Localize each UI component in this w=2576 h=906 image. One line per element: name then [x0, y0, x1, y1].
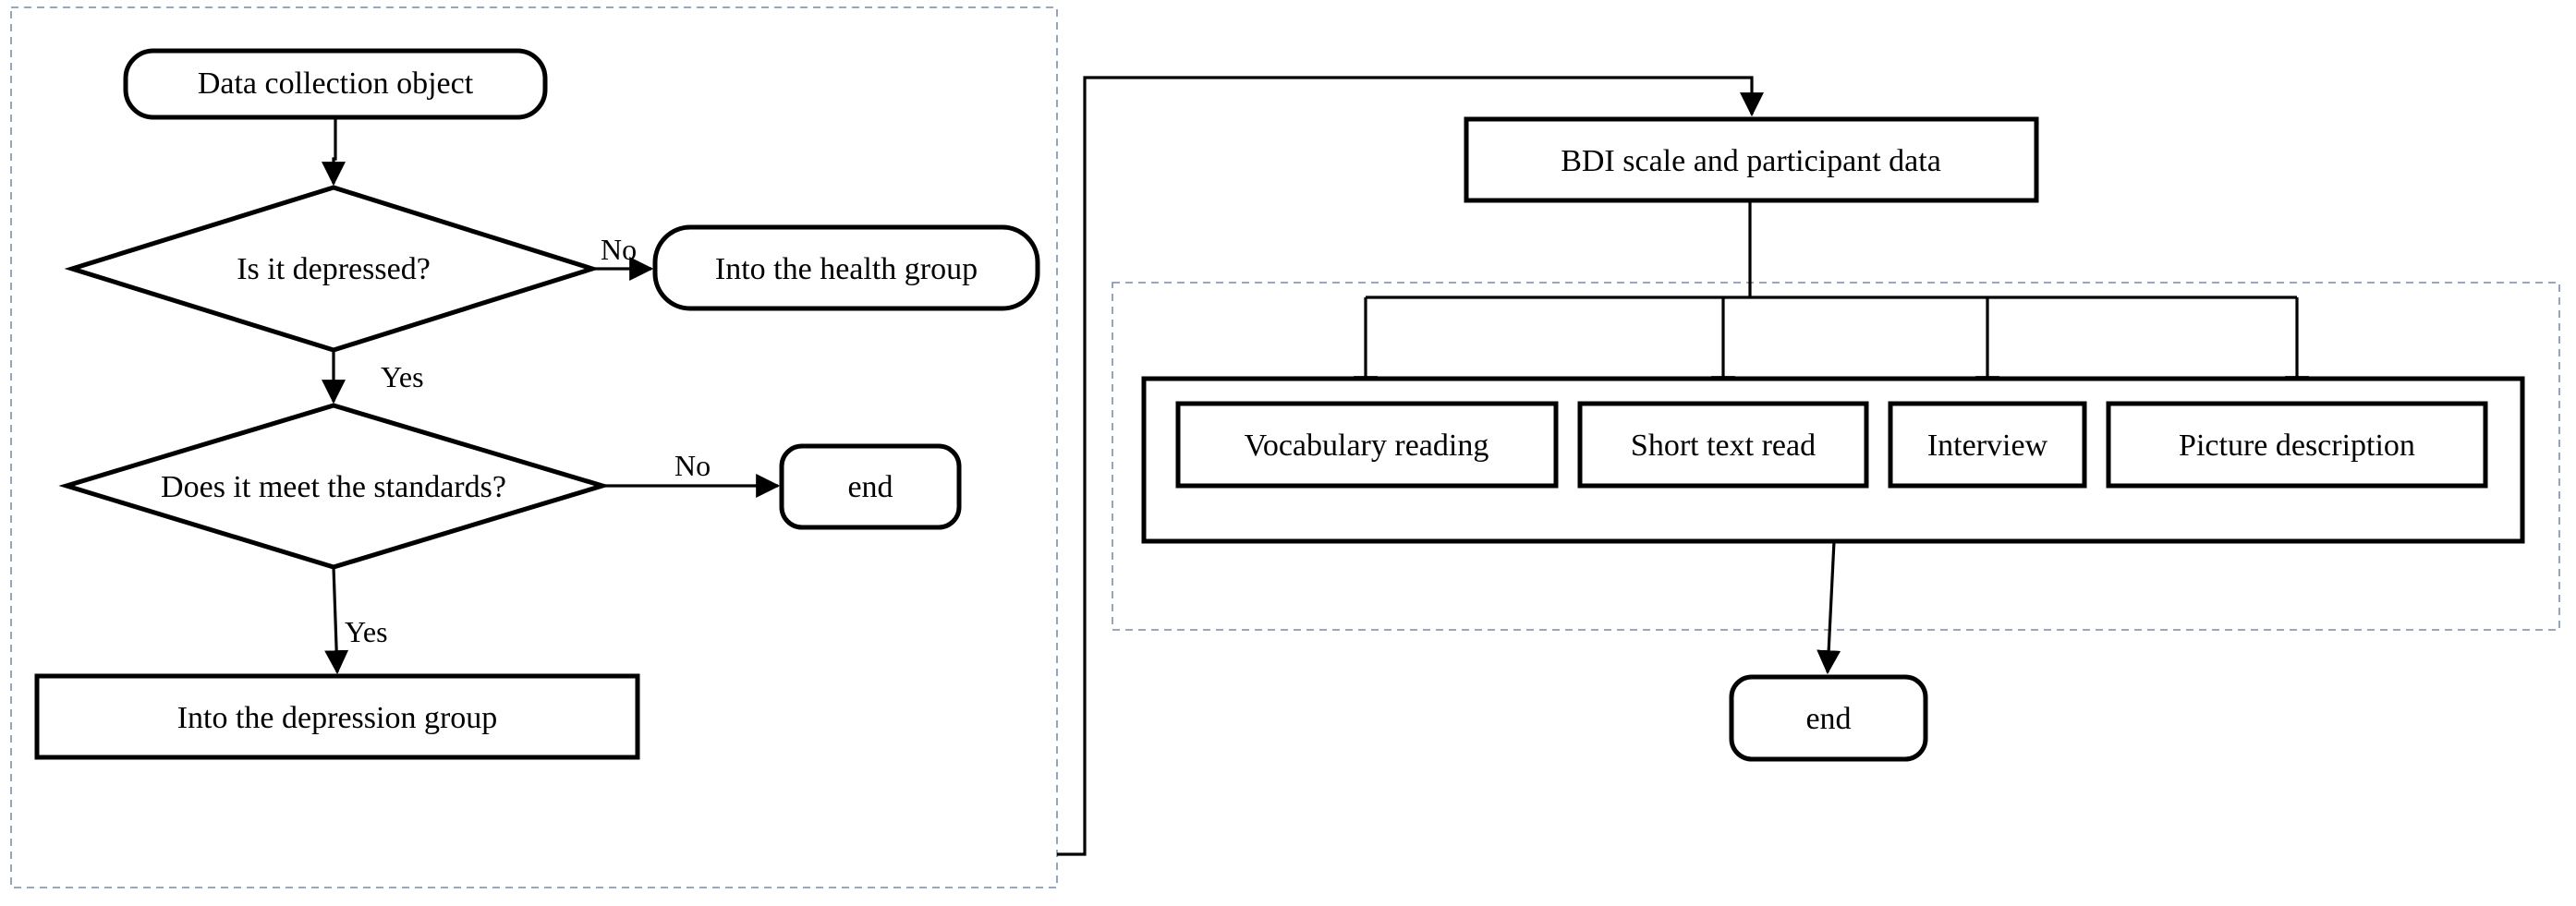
meets-standards-decision: Does it meet the standards? [58, 403, 611, 570]
task-group-frame [1112, 282, 2560, 631]
depression-group-label: Into the depression group [177, 701, 498, 735]
edge-label-no-2: No [674, 449, 711, 482]
end-left-label: end [847, 470, 893, 504]
end-left-node: end [779, 443, 962, 530]
screening-group-frame [10, 6, 1058, 888]
meets-standards-label: Does it meet the standards? [161, 470, 506, 504]
data-collection-node: Data collection object [123, 48, 548, 120]
vocabulary-reading-node: Vocabulary reading [1175, 401, 1559, 489]
short-text-read-label: Short text read [1631, 429, 1816, 463]
is-depressed-label: Is it depressed? [237, 252, 431, 286]
edge-label-yes-2: Yes [345, 615, 388, 648]
health-group-node: Into the health group [652, 224, 1040, 311]
end-right-label: end [1805, 702, 1851, 736]
bdi-scale-node: BDI scale and participant data [1464, 116, 2039, 203]
depression-group-node: Into the depression group [34, 673, 640, 760]
picture-description-label: Picture description [2179, 429, 2415, 463]
end-right-node: end [1729, 674, 1928, 762]
bdi-scale-label: BDI scale and participant data [1561, 144, 1941, 178]
edge-label-yes-1: Yes [381, 360, 424, 393]
edge-yes-to-depression [324, 566, 349, 675]
interview-label: Interview [1927, 429, 2048, 463]
edge-container-to-end [1817, 540, 1841, 675]
is-depressed-decision: Is it depressed? [64, 185, 601, 353]
edge-collection-to-decision [322, 117, 346, 187]
edge-label-no-1: No [601, 233, 637, 266]
picture-description-node: Picture description [2106, 401, 2488, 489]
vocabulary-reading-label: Vocabulary reading [1245, 429, 1489, 463]
short-text-read-node: Short text read [1577, 401, 1869, 489]
health-group-label: Into the health group [715, 252, 978, 286]
data-collection-label: Data collection object [198, 66, 474, 101]
interview-node: Interview [1888, 401, 2087, 489]
edge-left-to-bdi [1057, 76, 1764, 856]
